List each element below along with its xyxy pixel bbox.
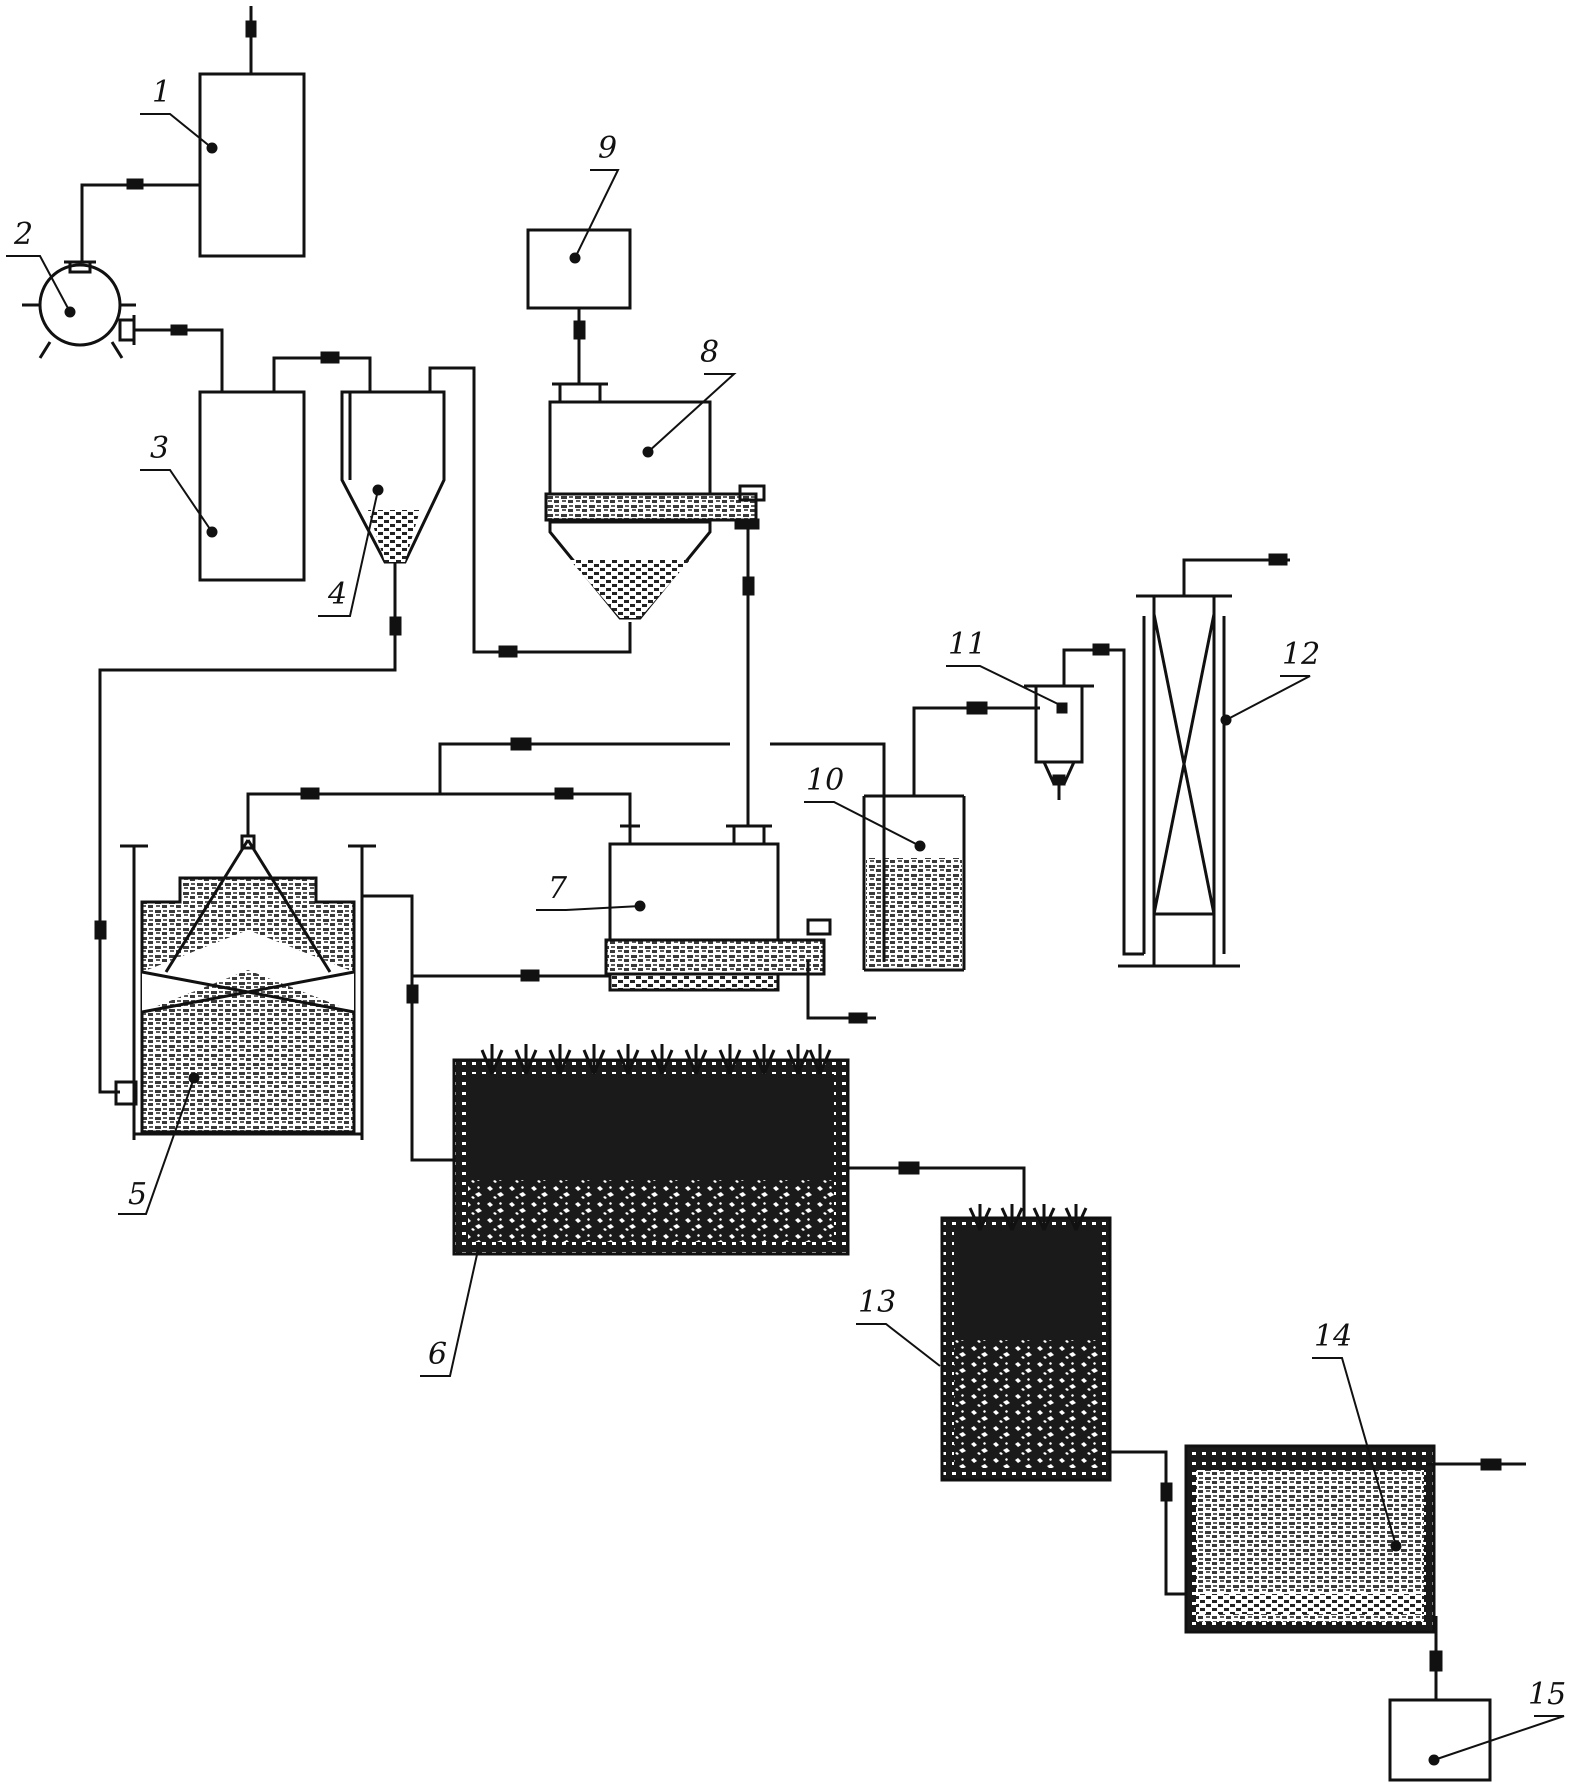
label-4: 4: [327, 577, 347, 612]
wetland-6: [452, 1058, 1026, 1256]
tank-1: [198, 6, 306, 258]
tank-10: [862, 701, 1040, 972]
label-7: 7: [548, 871, 568, 906]
label-10: 10: [806, 763, 844, 798]
wetland-13: [940, 1216, 1186, 1596]
label-2: 2: [13, 217, 33, 252]
valve-1-2: [126, 178, 144, 190]
label-12: 12: [1282, 637, 1320, 672]
label-6: 6: [428, 1337, 447, 1372]
pipe-2-3: [134, 328, 224, 392]
label-1: 1: [152, 75, 171, 110]
pump-2: [22, 260, 136, 359]
tank-3: [198, 390, 306, 582]
label-15: 15: [1528, 1677, 1566, 1712]
box-9: [526, 228, 632, 384]
box-15: [1388, 1698, 1492, 1782]
label-5: 5: [128, 1177, 147, 1212]
label-8: 8: [700, 335, 719, 370]
reactor-5: [114, 834, 454, 1162]
pipe-4-8: [428, 366, 632, 654]
label-11: 11: [948, 627, 986, 662]
labels: 1 2 3 4 5 6 7 8 9 10 11 12 13 14 15: [13, 75, 1566, 1712]
label-9: 9: [598, 131, 617, 166]
cone-settler-4: [340, 390, 446, 564]
tank-7: [604, 824, 876, 1024]
tank-14: [1184, 1444, 1526, 1700]
pipe-gas-10: [438, 742, 730, 794]
plants-13: [968, 1204, 1088, 1231]
leader-lines: [6, 113, 1565, 1761]
pipe-1-2: [80, 183, 200, 262]
label-14: 14: [1314, 1319, 1352, 1354]
plants-6: [480, 1044, 832, 1075]
filter-tank-8: [544, 382, 766, 620]
label-13: 13: [858, 1285, 896, 1320]
column-12: [1118, 553, 1290, 968]
pipe-5-7: [246, 792, 632, 836]
label-3: 3: [150, 431, 169, 466]
separator-11: [1024, 643, 1144, 956]
